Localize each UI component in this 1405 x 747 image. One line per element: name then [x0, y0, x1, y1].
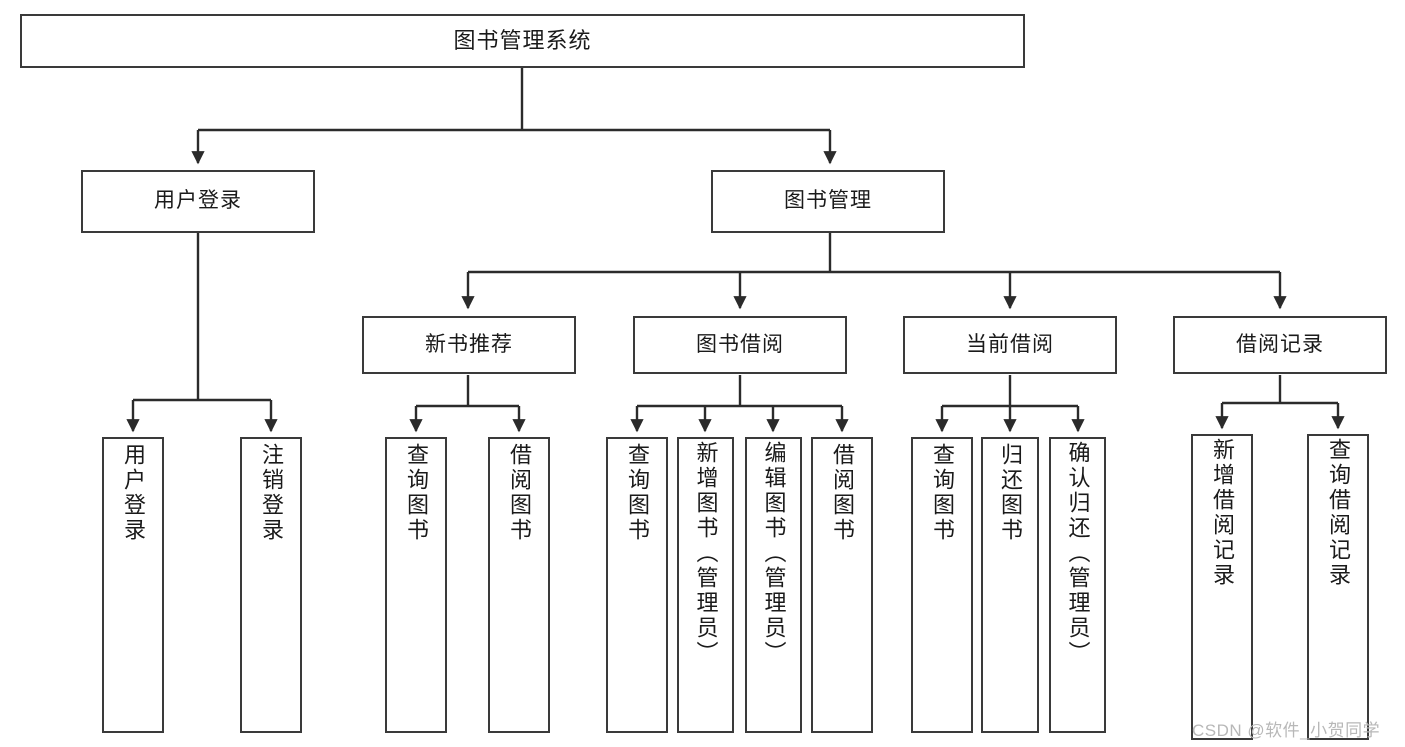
- node-leaf-logout[interactable]: 注销登录: [240, 437, 302, 733]
- node-leaf-add-record-label: 新增借阅记录: [1210, 438, 1235, 588]
- node-leaf-edit-book[interactable]: 编辑图书（管理员）: [745, 437, 802, 733]
- node-leaf-borrow-book-1-label: 借阅图书: [507, 443, 532, 543]
- node-user-login-label: 用户登录: [154, 189, 242, 213]
- node-leaf-return-book[interactable]: 归还图书: [981, 437, 1039, 733]
- node-leaf-query-book-1[interactable]: 查询图书: [385, 437, 447, 733]
- node-new-book-rec[interactable]: 新书推荐: [362, 316, 576, 374]
- node-leaf-edit-book-label: 编辑图书（管理员）: [761, 441, 787, 666]
- node-leaf-query-book-3-label: 查询图书: [930, 443, 955, 543]
- node-leaf-query-book-3[interactable]: 查询图书: [911, 437, 973, 733]
- node-book-borrow-label: 图书借阅: [696, 332, 784, 356]
- node-leaf-add-record[interactable]: 新增借阅记录: [1191, 434, 1253, 740]
- node-leaf-logout-label: 注销登录: [259, 443, 284, 543]
- node-leaf-query-book-1-label: 查询图书: [404, 443, 429, 543]
- node-root-label: 图书管理系统: [453, 28, 592, 54]
- node-book-manage[interactable]: 图书管理: [711, 170, 945, 233]
- node-leaf-confirm-return-label: 确认归还（管理员）: [1065, 441, 1091, 666]
- node-leaf-borrow-book-1[interactable]: 借阅图书: [488, 437, 550, 733]
- node-leaf-add-book[interactable]: 新增图书（管理员）: [677, 437, 734, 733]
- node-leaf-user-login-label: 用户登录: [121, 443, 146, 543]
- node-leaf-return-book-label: 归还图书: [998, 443, 1023, 543]
- node-leaf-confirm-return[interactable]: 确认归还（管理员）: [1049, 437, 1106, 733]
- node-leaf-query-record[interactable]: 查询借阅记录: [1307, 434, 1369, 740]
- node-leaf-query-record-label: 查询借阅记录: [1326, 438, 1351, 588]
- node-current-borrow-label: 当前借阅: [966, 332, 1054, 356]
- node-leaf-user-login[interactable]: 用户登录: [102, 437, 164, 733]
- node-leaf-query-book-2-label: 查询图书: [625, 443, 650, 543]
- node-root[interactable]: 图书管理系统: [20, 14, 1025, 68]
- node-new-book-rec-label: 新书推荐: [425, 332, 513, 356]
- node-borrow-record-label: 借阅记录: [1236, 332, 1324, 356]
- node-borrow-record[interactable]: 借阅记录: [1173, 316, 1387, 374]
- node-book-manage-label: 图书管理: [784, 189, 872, 213]
- node-current-borrow[interactable]: 当前借阅: [903, 316, 1117, 374]
- node-leaf-add-book-label: 新增图书（管理员）: [693, 441, 719, 666]
- node-leaf-query-book-2[interactable]: 查询图书: [606, 437, 668, 733]
- node-leaf-borrow-book-2[interactable]: 借阅图书: [811, 437, 873, 733]
- node-user-login[interactable]: 用户登录: [81, 170, 315, 233]
- node-book-borrow[interactable]: 图书借阅: [633, 316, 847, 374]
- node-leaf-borrow-book-2-label: 借阅图书: [830, 443, 855, 543]
